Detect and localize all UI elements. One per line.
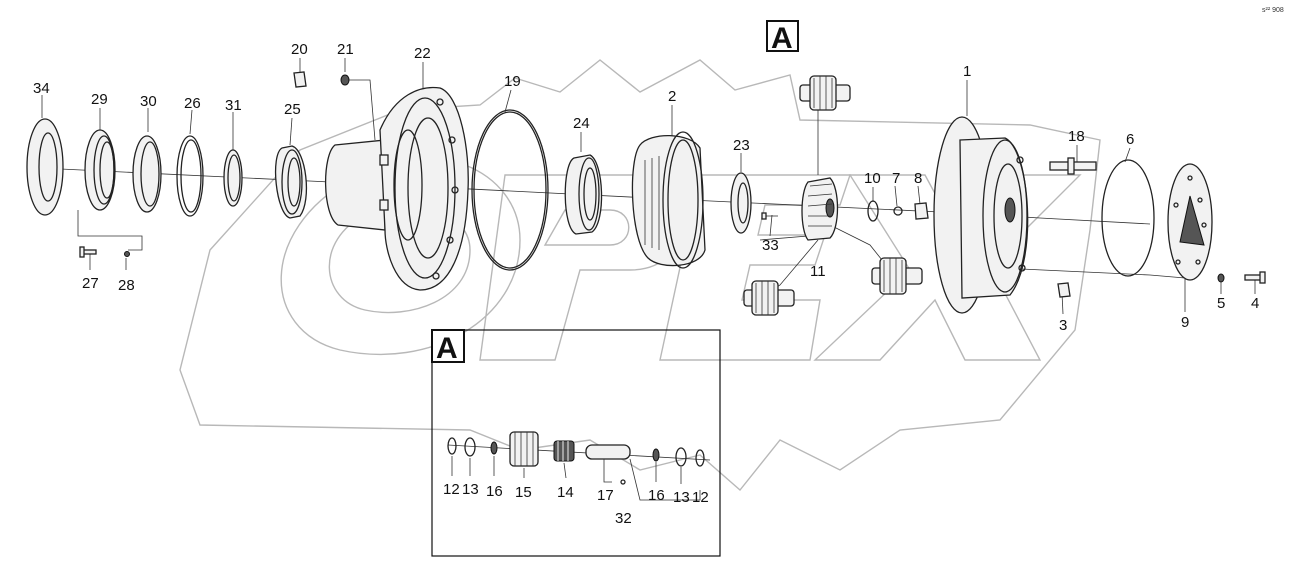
label-25: 25 [284, 101, 301, 118]
part-26-snap-ring [176, 135, 204, 217]
planet-gear-right [871, 257, 923, 295]
detail-label-12-right: 12 [692, 489, 709, 506]
detail-part-16-left [490, 441, 498, 455]
part-11-sun-gear [801, 177, 839, 241]
label-21: 21 [337, 41, 354, 58]
label-27: 27 [82, 275, 99, 292]
part-6-o-ring [1101, 159, 1155, 277]
label-18: 18 [1068, 128, 1085, 145]
part-4-bolt [1244, 271, 1266, 284]
part-8-plug [914, 202, 929, 220]
watermark-letter-e [659, 174, 851, 361]
part-33-screw [761, 212, 778, 220]
planet-gear-bottom [743, 280, 795, 316]
label-2: 2 [668, 88, 676, 105]
label-7: 7 [892, 170, 900, 187]
label-19: 19 [504, 73, 521, 90]
view-marker-a: A [766, 20, 799, 55]
label-8: 8 [914, 170, 922, 187]
detail-view-a: A [431, 329, 721, 557]
part-9-cover [1167, 163, 1213, 281]
label-29: 29 [91, 91, 108, 108]
part-5-washer [1217, 273, 1225, 283]
view-marker-a-label: A [771, 22, 793, 55]
part-18-stud [1049, 157, 1097, 175]
detail-label-15: 15 [515, 484, 532, 501]
detail-part-13-left [464, 437, 476, 457]
detail-part-12-left [447, 437, 457, 455]
label-1: 1 [963, 63, 971, 80]
leader-lines [39, 58, 1256, 315]
label-10: 10 [864, 170, 881, 187]
part-34-washer [26, 118, 64, 216]
detail-part-16-right [652, 448, 660, 462]
label-23: 23 [733, 137, 750, 154]
part-10-ring [867, 200, 879, 222]
label-34: 34 [33, 80, 50, 97]
part-7-ball [893, 206, 903, 216]
detail-part-14-needle-bearing [553, 440, 575, 462]
part-19-o-ring [471, 109, 549, 271]
label-11: 11 [810, 263, 826, 280]
part-21-washer [340, 74, 350, 86]
detail-part-13-right [675, 447, 687, 467]
part-25-bearing [274, 145, 308, 219]
detail-label-16-left: 16 [486, 483, 503, 500]
label-3: 3 [1059, 317, 1067, 334]
part-labels: 34 29 30 26 31 25 20 21 22 19 24 2 23 33… [33, 41, 1259, 334]
part-30-ring [132, 135, 162, 213]
detail-label-32: 32 [615, 510, 632, 527]
part-23-ring [730, 172, 752, 234]
planet-gear-top [799, 75, 851, 111]
label-22: 22 [414, 45, 431, 62]
detail-part-12-right [695, 449, 705, 467]
detail-part-17-pin [585, 444, 631, 460]
label-31: 31 [225, 97, 242, 114]
part-24-bearing [564, 154, 603, 235]
detail-label-14: 14 [557, 484, 574, 501]
detail-labels: 12 13 16 15 14 17 32 16 13 12 [443, 481, 709, 527]
label-9: 9 [1181, 314, 1189, 331]
label-24: 24 [573, 115, 590, 132]
part-28-washer [124, 251, 130, 257]
label-28: 28 [118, 277, 135, 294]
corner-code: s²² 908 [1262, 7, 1284, 14]
part-22-hub [324, 86, 469, 291]
part-3-plug [1057, 282, 1071, 298]
part-2-ring-gear [631, 131, 706, 269]
detail-label-12-left: 12 [443, 481, 460, 498]
label-5: 5 [1217, 295, 1225, 312]
detail-marker-a-label: A [436, 332, 458, 365]
detail-part-15-gear [509, 431, 539, 467]
detail-part-32-ball [620, 479, 626, 485]
part-20-plug [293, 71, 307, 88]
label-6: 6 [1126, 131, 1134, 148]
part-1-planet-carrier [933, 116, 1029, 314]
label-20: 20 [291, 41, 308, 58]
watermark-gear-outline [179, 59, 1101, 492]
part-31-ring [223, 149, 243, 207]
label-4: 4 [1251, 295, 1259, 312]
detail-label-17: 17 [597, 487, 614, 504]
detail-label-13-right: 13 [673, 489, 690, 506]
label-26: 26 [184, 95, 201, 112]
detail-label-16-right: 16 [648, 487, 665, 504]
detail-label-13-left: 13 [462, 481, 479, 498]
label-33: 33 [762, 237, 779, 254]
label-30: 30 [140, 93, 157, 110]
part-27-bolt [79, 246, 97, 258]
part-29-seal [84, 129, 116, 211]
